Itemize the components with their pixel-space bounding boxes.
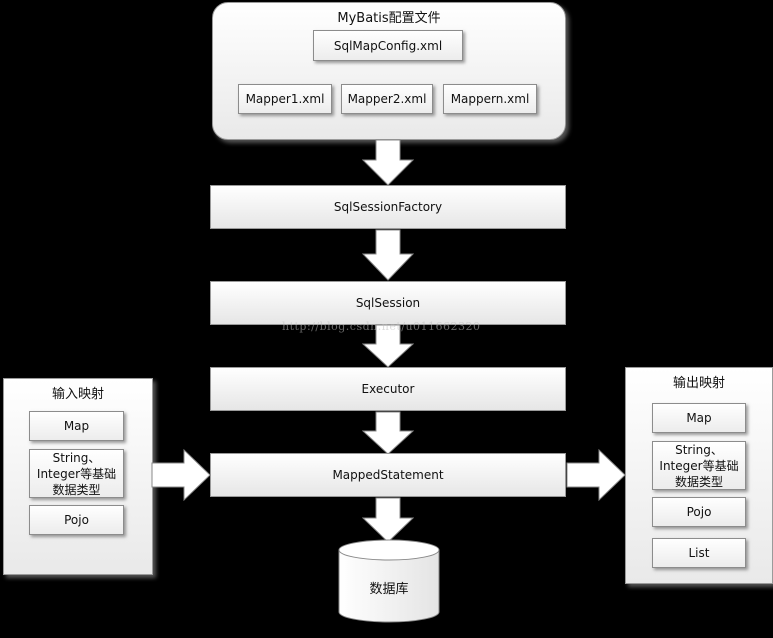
mappedstatement-box: MappedStatement	[210, 453, 566, 497]
right-arrow-icon	[566, 449, 626, 501]
mapper2-box: Mapper2.xml	[341, 84, 433, 114]
output-basic-types-box: String、 Integer等基础 数据类型	[652, 441, 746, 490]
down-arrow-icon	[362, 229, 414, 281]
config-title: MyBatis配置文件	[337, 11, 441, 26]
sqlsessionfactory-box: SqlSessionFactory	[210, 185, 566, 229]
output-map-box: Map	[652, 403, 746, 433]
down-arrow-icon	[362, 324, 414, 368]
sqlmapconfig-box: SqlMapConfig.xml	[313, 30, 463, 61]
watermark: http://blog.csdn.net/u011662320	[282, 320, 481, 333]
config-panel	[212, 2, 566, 140]
sqlsession-box: SqlSession	[210, 281, 566, 325]
database-icon	[338, 539, 440, 623]
down-arrow-icon	[362, 139, 414, 186]
output-pojo-box: Pojo	[652, 497, 746, 527]
input-pojo-box: Pojo	[29, 505, 124, 535]
database-label: 数据库	[369, 582, 409, 597]
input-basic-types-box: String、 Integer等基础 数据类型	[29, 449, 124, 498]
down-arrow-icon	[362, 497, 414, 543]
output-list-box: List	[652, 538, 746, 568]
mapper1-box: Mapper1.xml	[238, 84, 332, 114]
executor-box: Executor	[210, 367, 566, 411]
mappern-box: Mappern.xml	[443, 84, 537, 114]
input-mapping-title: 输入映射	[51, 387, 104, 402]
input-map-box: Map	[29, 411, 124, 441]
output-mapping-title: 输出映射	[672, 376, 725, 391]
right-arrow-icon	[151, 449, 211, 501]
down-arrow-icon	[362, 411, 414, 455]
